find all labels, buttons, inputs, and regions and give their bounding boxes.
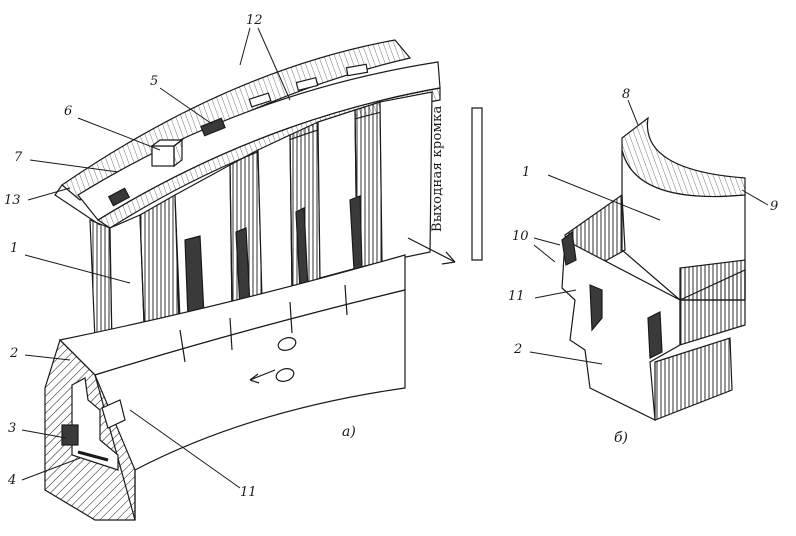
label-9: 9	[770, 199, 779, 214]
outlet-edge-arrow	[407, 107, 483, 265]
label-2a: 2	[10, 346, 19, 361]
diagram-b-group	[529, 99, 769, 422]
leader-lines-a	[21, 27, 291, 489]
label-13: 13	[4, 193, 21, 208]
label-1b: 1	[522, 165, 531, 180]
label-4: 4	[8, 473, 17, 488]
caption-b: б)	[614, 430, 629, 446]
outlet-edge-label: Выходная кромка	[430, 105, 445, 232]
label-7: 7	[14, 150, 23, 165]
label-3: 3	[8, 421, 17, 436]
label-1a: 1	[10, 241, 19, 256]
label-12: 12	[246, 13, 263, 28]
caption-a: а)	[342, 424, 356, 440]
label-5: 5	[150, 74, 159, 89]
diagram-a-group	[21, 27, 483, 521]
label-8: 8	[622, 87, 631, 102]
label-2b: 2	[514, 342, 523, 357]
leader-lines-b	[529, 99, 769, 365]
root-block-b	[561, 230, 746, 422]
label-6: 6	[64, 104, 73, 119]
shroud-band	[54, 39, 441, 229]
label-11b: 11	[508, 289, 525, 304]
root-band	[58, 254, 406, 521]
label-10: 10	[512, 229, 529, 244]
label-11a: 11	[240, 485, 257, 500]
root-section	[44, 338, 136, 521]
